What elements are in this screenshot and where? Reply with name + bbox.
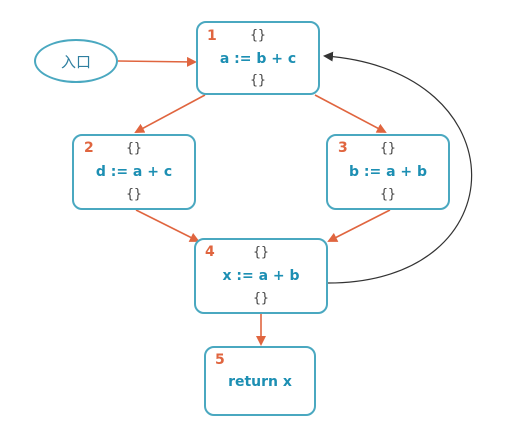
back-edge-4-to-1 [323,51,473,284]
block-number: 4 [205,244,215,260]
block-statement: b := a + b [348,164,428,180]
out-set: {} [126,187,142,202]
in-set: {} [253,245,269,260]
block-statement: d := a + c [95,164,173,180]
edge-1-to-2 [134,94,206,133]
block-statement: x := a + b [222,268,300,284]
edge-entry-to-1 [117,56,197,67]
edge-2-to-4 [135,209,200,242]
basic-block-3: 3 {} b := a + b {} [326,134,450,210]
basic-block-1: 1 {} a := b + c {} [196,21,320,95]
in-set: {} [380,141,396,156]
out-set: {} [380,187,396,202]
block-number: 5 [215,352,225,368]
entry-node: 入口 [34,39,118,83]
basic-block-5: 5 return x [204,346,316,416]
block-number: 2 [84,140,94,156]
in-set: {} [250,28,266,43]
basic-block-2: 2 {} d := a + c {} [72,134,196,210]
block-statement: a := b + c [219,51,297,67]
out-set: {} [253,291,269,306]
block-number: 3 [338,140,348,156]
block-number: 1 [207,28,217,44]
edge-3-to-4 [327,209,391,242]
out-set: {} [250,73,266,88]
entry-label: 入口 [60,52,91,71]
block-statement: return x [228,374,292,390]
basic-block-4: 4 {} x := a + b {} [194,238,328,314]
edge-1-to-3 [314,94,387,133]
in-set: {} [126,141,142,156]
